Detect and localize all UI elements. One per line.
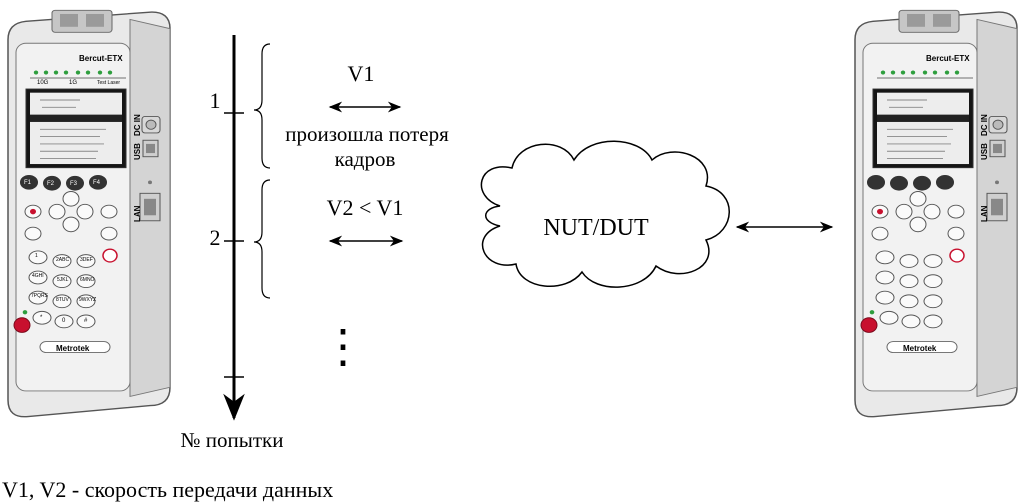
port-label-dc-in-right: DC IN bbox=[980, 114, 989, 136]
key-8: 8TUV bbox=[56, 297, 69, 303]
port-group-test-laser: Test Laser bbox=[97, 80, 120, 86]
attempt-number-2: 2 bbox=[210, 225, 221, 250]
port-label-dc-in: DC IN bbox=[133, 114, 142, 136]
key-7: 7PQRS bbox=[31, 293, 49, 299]
port-group-1g: 1G bbox=[69, 80, 77, 86]
port-label-usb-right: USB bbox=[980, 143, 989, 160]
step-2-brace bbox=[253, 179, 271, 299]
continuation-dots: ⋮ bbox=[320, 321, 366, 372]
key-4: 4GHI bbox=[32, 273, 44, 279]
legend-text: V1, V2 - скорость передачи данных bbox=[2, 477, 333, 502]
tester-left-labels: Bercut-ETX 10G 1G Test Laser F1 F2 F3 F4… bbox=[24, 54, 142, 353]
port-label-lan: LAN bbox=[133, 205, 142, 222]
axis-label: № попытки bbox=[181, 428, 284, 452]
key-2: 2ABC bbox=[56, 257, 69, 263]
brand-label-right: Bercut-ETX bbox=[926, 54, 970, 63]
step-1-brace bbox=[253, 43, 271, 169]
key-6: 6MNO bbox=[80, 277, 95, 283]
step-1-note-line-1: произошла потеря bbox=[285, 122, 449, 146]
function-key-f3: F3 bbox=[70, 181, 78, 187]
port-label-lan-right: LAN bbox=[980, 205, 989, 222]
function-key-f4: F4 bbox=[93, 180, 101, 186]
cloud-label: NUT/DUT bbox=[543, 215, 649, 241]
attempt-number-1: 1 bbox=[210, 88, 221, 113]
step-1-speed-label: V1 bbox=[348, 61, 375, 86]
key-9: 9WXYZ bbox=[79, 297, 96, 303]
port-group-10g: 10G bbox=[37, 80, 49, 86]
nut-dut-cloud bbox=[480, 140, 730, 288]
maker-label: Metrotek bbox=[56, 344, 90, 353]
maker-label-right: Metrotek bbox=[903, 344, 937, 353]
tester-device-left bbox=[7, 9, 171, 418]
function-key-f2: F2 bbox=[47, 181, 55, 187]
function-key-f1: F1 bbox=[24, 180, 32, 186]
step-1-note-line-2: кадров bbox=[335, 147, 396, 171]
key-0: 0 bbox=[62, 318, 66, 324]
tester-device-right bbox=[854, 9, 1018, 418]
tester-right-labels: Bercut-ETX Metrotek DC IN USB LAN bbox=[903, 54, 989, 353]
key-5: 5JKL bbox=[57, 277, 69, 283]
key-hash: # bbox=[84, 318, 88, 324]
key-1: 1 bbox=[35, 253, 38, 259]
port-label-usb: USB bbox=[133, 143, 142, 160]
step-2-speed-label: V2 < V1 bbox=[327, 195, 404, 220]
key-star: * bbox=[40, 315, 43, 321]
key-3: 3DEF bbox=[80, 257, 93, 263]
brand-label: Bercut-ETX bbox=[79, 54, 123, 63]
